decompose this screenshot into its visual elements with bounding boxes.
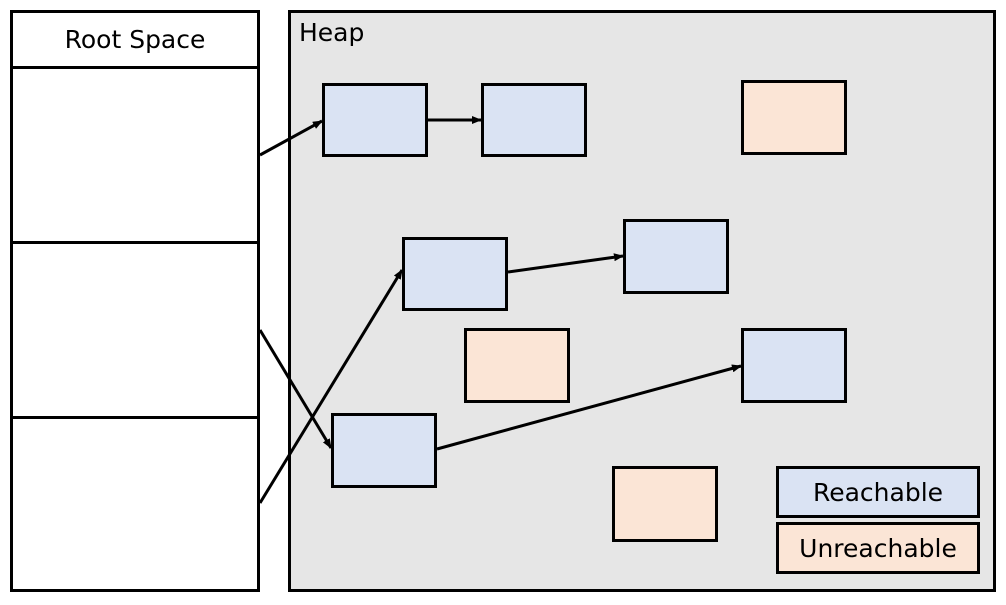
reachable-object-1	[322, 83, 428, 157]
root-slot-1	[10, 66, 260, 244]
arrow-root2-to-object6	[258, 329, 333, 449]
reachable-object-6	[331, 413, 437, 488]
unreachable-object-2	[464, 328, 570, 403]
reachable-object-2	[481, 83, 587, 157]
legend-reachable-label: Reachable	[812, 477, 944, 507]
root-slot-3	[10, 416, 260, 592]
root-space-title: Root Space	[10, 10, 260, 69]
unreachable-object-3	[612, 466, 718, 542]
heap-title: Heap	[299, 18, 365, 47]
legend-reachable: Reachable	[776, 466, 980, 518]
legend-unreachable: Unreachable	[776, 522, 980, 574]
reachable-object-3	[402, 237, 508, 311]
unreachable-object-1	[741, 80, 847, 155]
reachable-object-4	[623, 219, 729, 294]
arrow-root1-to-object1	[259, 119, 323, 157]
legend-unreachable-label: Unreachable	[799, 533, 957, 563]
arrow-object6-to-object5	[436, 364, 742, 451]
reachable-object-5	[741, 328, 847, 403]
arrow-root3-to-object3	[258, 269, 404, 504]
arrow-object3-to-object4	[507, 253, 624, 274]
